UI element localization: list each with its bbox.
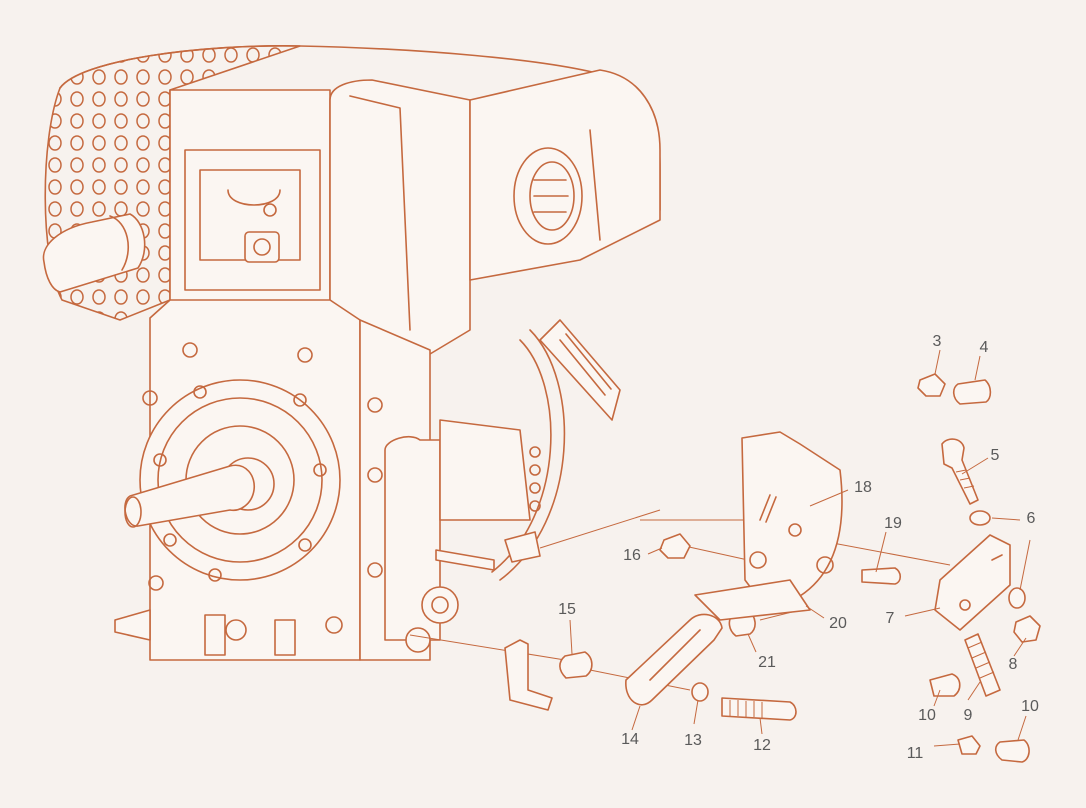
part-11-nut [957,735,981,755]
part-15-spacer [559,651,593,679]
callout-9: 9 [964,707,973,724]
part-12-bolt [721,697,797,721]
part-18-governor-plate [741,431,843,601]
callout-labels: 3 4 5 6 7 8 9 10 10 11 12 13 14 15 16 18… [558,333,1039,762]
part-19-screw [861,567,902,585]
callout-3: 3 [933,333,942,350]
part-3-nut [917,373,946,397]
callout-4: 4 [980,339,989,356]
part-4-sleeve [952,379,992,405]
callout-7: 7 [886,610,895,627]
crankshaft [124,464,255,528]
part-16-nut [659,533,691,559]
callout-5: 5 [991,447,1000,464]
callout-21: 21 [758,654,776,671]
callout-6: 6 [1027,510,1036,527]
callout-20: 20 [829,615,847,632]
callout-8: 8 [1009,656,1018,673]
intake-pipe [42,213,146,293]
part-bracket-plate [694,579,811,621]
fuel-tank [329,69,661,361]
part-5-screw [941,438,979,505]
part-10-pin [929,673,1030,763]
callout-10-upper: 10 [1021,698,1039,715]
callout-19: 19 [884,515,902,532]
callout-14: 14 [621,731,639,748]
exhaust-muffler [539,319,621,421]
part-14-arm [625,613,723,706]
part-l-bracket [504,639,553,711]
callout-13: 13 [684,732,702,749]
callout-10-lower: 10 [918,707,936,724]
part-7-lever [934,534,1011,631]
callout-18: 18 [854,479,872,496]
part-9-spring [964,633,1001,697]
engine-assembly [42,45,661,661]
part-8-nut [1013,615,1041,643]
callout-11: 11 [907,745,924,762]
part-6-washer [969,510,1026,609]
callout-12: 12 [753,737,771,754]
leader-lines [569,349,1031,747]
callout-15: 15 [558,601,576,618]
part-13-washer [691,682,709,702]
callout-16: 16 [623,547,641,564]
